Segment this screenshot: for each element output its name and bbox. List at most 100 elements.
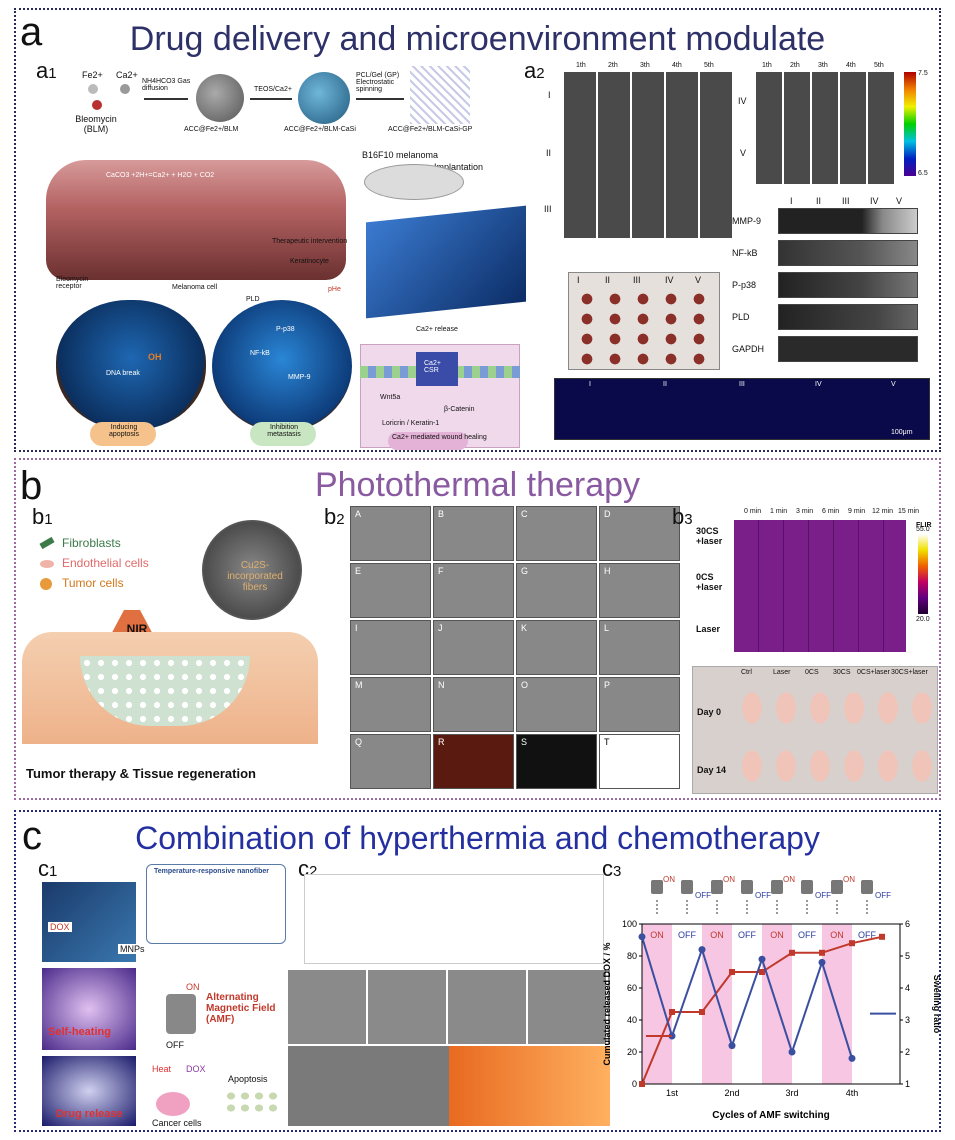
legend-endothelial: Endothelial cells — [62, 556, 149, 570]
time-3: 3 min — [796, 508, 814, 515]
mmp9-label: MMP-9 — [288, 374, 311, 381]
sem-tile-F: F — [433, 563, 514, 618]
step3-label: PCL/Gel (GP) Electrostatic spinning — [356, 72, 400, 93]
c1-label: c1 — [38, 856, 58, 881]
mouse-photos: Ctrl Laser 0CS 30CS 0CS+laser 30CS+laser… — [692, 666, 938, 794]
metastasis-label: Inhibition metastasis — [267, 424, 301, 438]
y-tick-label: 80 — [627, 951, 637, 961]
catenin-label: β-Catenin — [444, 406, 475, 413]
nfkb-label: NF-kB — [250, 350, 270, 357]
tumor-IV: IV — [665, 275, 674, 285]
panel-c-title: Combination of hyperthermia and chemothe… — [135, 820, 820, 856]
thermal-times: 0 min 1 min 3 min 6 min 9 min 12 min 15 … — [744, 508, 919, 520]
state-label: ON — [650, 930, 664, 940]
wb-label-p38: P-p38 — [732, 280, 757, 290]
time-1: 1 min — [770, 508, 788, 515]
time-6: 6 min — [822, 508, 840, 515]
sem-tile-R: R — [433, 734, 514, 789]
nanofiber-box — [146, 864, 286, 944]
amf-label: Alternating Magnetic Field (AMF) — [206, 992, 276, 1025]
grp-30cs-laser: 30CS+laser — [891, 669, 928, 676]
sem-tile-G: G — [516, 563, 597, 618]
western-blot: I II III IV V — [778, 196, 918, 368]
keratinocyte-label: Keratinocyte — [290, 258, 329, 265]
metastasis-badge — [250, 422, 316, 446]
nanofiber-label: Temperature-responsive nanofiber — [154, 868, 270, 875]
time-9: 9 min — [848, 508, 866, 515]
grp-laser: Laser — [773, 669, 791, 676]
day-3-r: 3th — [818, 62, 828, 69]
switch-icon — [711, 880, 723, 894]
dox2-label: DOX — [186, 1064, 206, 1074]
data-point — [818, 958, 826, 966]
thermal-row-0cs: 0CS +laser — [696, 572, 723, 592]
sem-grid: A B C D E F G H I J K L M N O P Q R S T — [350, 506, 682, 792]
step3-arrow — [356, 98, 404, 100]
tumor-icon — [40, 578, 52, 590]
state-label: OFF — [738, 930, 756, 940]
sem-tile-P: P — [599, 677, 680, 732]
c1-img-3 — [42, 1056, 136, 1126]
melanoma-label: B16F10 melanoma — [362, 150, 439, 160]
heat-label: Heat — [152, 1064, 172, 1074]
data-point — [639, 1081, 645, 1087]
fluor-V: V — [891, 381, 896, 388]
day-4: 4th — [672, 62, 682, 69]
day-3: 3th — [640, 62, 650, 69]
on-band-1 — [642, 924, 672, 1084]
tumor-grid — [573, 289, 717, 367]
imaging-grid-left — [564, 72, 734, 238]
cancer-cell-icon — [156, 1092, 190, 1116]
state-label: ON — [710, 930, 724, 940]
switch-state-label: ON — [783, 875, 795, 884]
sem-tile-N: N — [433, 677, 514, 732]
ca-label: Ca2+ — [116, 70, 138, 80]
switch-icon — [801, 880, 813, 894]
fluor-IV: IV — [815, 381, 822, 388]
sem-tile-J: J — [433, 620, 514, 675]
state-label: ON — [770, 930, 784, 940]
temp-max: 55.0 — [916, 526, 930, 533]
sem-tile-K: K — [516, 620, 597, 675]
data-point — [729, 969, 735, 975]
day-14-label: Day 14 — [697, 765, 727, 775]
imaging-right: 1th 2th 3th 4th 5th IV V — [738, 62, 896, 184]
legend-fibroblasts: Fibroblasts — [62, 536, 121, 550]
mouse-shape — [364, 164, 464, 200]
p1-label: ACC@Fe2+/BLM — [184, 126, 239, 133]
switch-icon — [166, 994, 196, 1034]
panel-c-letter: c — [22, 814, 42, 858]
wb-band-nfkb — [778, 240, 918, 266]
ph-label: pHe — [328, 286, 341, 293]
fluorescence-strip: I II III IV V 100μm — [554, 378, 930, 440]
state-label: ON — [830, 930, 844, 940]
switch-state-label: ON — [723, 875, 735, 884]
fluor-III: III — [739, 381, 745, 388]
acc-sphere — [196, 74, 244, 122]
switch-icon — [741, 880, 753, 894]
loricrin-label: Loricrin / Keratin-1 — [382, 420, 440, 427]
y2-tick-label: 5 — [905, 951, 910, 961]
switch-icon — [771, 880, 783, 894]
sem-tile-O: O — [516, 677, 597, 732]
day-5-r: 5th — [874, 62, 884, 69]
mice-row-2 — [735, 739, 935, 793]
y2-axis-title: Swelling ratio — [932, 975, 940, 1034]
panel-a: a Drug delivery and microenvironment mod… — [14, 8, 941, 452]
data-point — [669, 1009, 675, 1015]
apoptosis-c-label: Apoptosis — [228, 1074, 268, 1084]
y-tick-label: 40 — [627, 1015, 637, 1025]
wb-band-p38 — [778, 272, 918, 298]
group-III: III — [544, 204, 552, 214]
on-band-2 — [702, 924, 732, 1084]
wb-lane-III: III — [842, 196, 850, 206]
p2-label: ACC@Fe2+/BLM-CaSi — [284, 126, 356, 133]
c1-off-label: OFF — [166, 1040, 184, 1050]
data-point — [788, 1048, 796, 1056]
day-0-label: Day 0 — [697, 707, 722, 717]
day-2-r: 2th — [790, 62, 800, 69]
c2-sem-row1 — [288, 970, 610, 1044]
a1-schematic: Fe2+ Ca2+ Bleomycin (BLM) NH4HCO3 Gas di… — [36, 64, 534, 450]
switch-state-label: ON — [663, 875, 675, 884]
sem-tile-M: M — [350, 677, 431, 732]
